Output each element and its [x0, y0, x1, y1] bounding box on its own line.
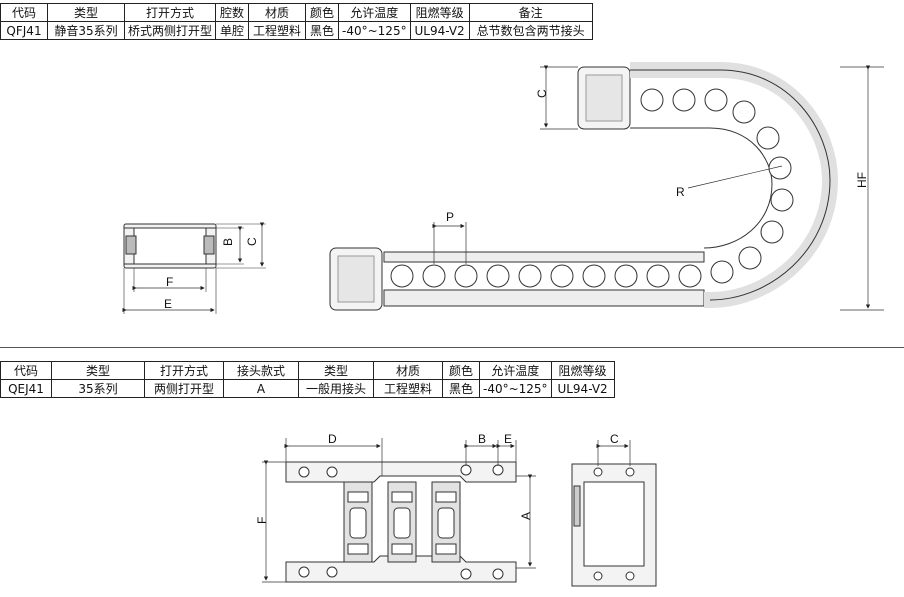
dim-label-f: F: [255, 517, 269, 524]
dim-label-hf: HF: [855, 172, 869, 188]
dim-label-e: E: [504, 432, 512, 446]
table-header-cell: 颜色: [442, 361, 480, 380]
table-header-cell: 打开方式: [144, 361, 224, 380]
table-header-cell: 材质: [373, 361, 443, 380]
table-header-cell: 类型: [298, 361, 374, 380]
table-header-cell: 类型: [51, 361, 145, 380]
table-cell: 黑色: [305, 21, 340, 40]
table-header-row: 代码 类型 打开方式 接头款式 类型 材质 颜色 允许温度 阻燃等级: [0, 361, 615, 380]
table-cell: 总节数包含两节接头: [468, 21, 593, 40]
dim-label-c-side: C: [535, 89, 549, 98]
dim-label-a: A: [519, 512, 533, 520]
dim-label-e: E: [164, 297, 172, 311]
dim-label-b: B: [221, 238, 235, 246]
connector-top-view: [285, 461, 517, 583]
table-row: QFJ41 静音35系列 桥式两侧打开型 单腔 工程塑料 黑色 -40°~125…: [0, 21, 593, 40]
table-cell: 静音35系列: [47, 21, 125, 40]
dim-label-d: D: [328, 432, 337, 446]
connector-side-view: [571, 463, 657, 587]
table-cell: 单腔: [215, 21, 250, 40]
table-cell: 一般用接头: [298, 379, 374, 398]
dim-label-c: C: [245, 237, 259, 246]
table-cell: 35系列: [51, 379, 145, 398]
connector-holes: [298, 464, 504, 580]
table-cell: 桥式两侧打开型: [123, 21, 217, 40]
chain-cross-section: [122, 222, 266, 314]
dim-label-r: R: [676, 185, 685, 199]
dim-label-c: C: [610, 432, 619, 446]
table-cell: 工程塑料: [373, 379, 443, 398]
table-header-cell: 代码: [0, 361, 52, 380]
table-cell: UL94-V2: [409, 21, 470, 40]
section-divider: [0, 347, 904, 348]
table-cell: 两侧打开型: [144, 379, 224, 398]
dim-label-p: P: [446, 210, 454, 224]
table-cell: QFJ41: [0, 21, 48, 40]
spec-table-chain: 代码 类型 打开方式 腔数 材质 颜色 允许温度 阻燃等级 备注 QFJ41 静…: [0, 3, 593, 40]
table-cell: A: [223, 379, 299, 398]
connector-dimensions: [262, 438, 631, 583]
table-cell: UL94-V2: [550, 379, 615, 398]
table-header-cell: 备注: [468, 3, 593, 22]
dim-label-f: F: [166, 275, 173, 289]
dim-label-b: B: [478, 432, 486, 446]
table-header-cell: 接头款式: [223, 361, 299, 380]
chain-pins: [390, 88, 794, 288]
table-header-cell: 阻燃等级: [550, 361, 615, 380]
table-header-cell: 材质: [248, 3, 307, 22]
table-row: QEJ41 35系列 两侧打开型 A 一般用接头 工程塑料 黑色 -40°~12…: [0, 379, 615, 398]
chain-side-view: [329, 62, 839, 311]
table-header-cell: 允许温度: [479, 361, 552, 380]
spec-table-connector: 代码 类型 打开方式 接头款式 类型 材质 颜色 允许温度 阻燃等级 QEJ41…: [0, 361, 615, 398]
chain-dimensions: [432, 65, 884, 311]
table-cell: QEJ41: [0, 379, 52, 398]
table-cell: -40°~125°: [338, 21, 411, 40]
table-header-row: 代码 类型 打开方式 腔数 材质 颜色 允许温度 阻燃等级 备注: [0, 3, 593, 22]
table-cell: 黑色: [442, 379, 480, 398]
table-cell: -40°~125°: [479, 379, 552, 398]
table-header-cell: 颜色: [305, 3, 340, 22]
chain-diagram: B C F E: [122, 62, 884, 314]
